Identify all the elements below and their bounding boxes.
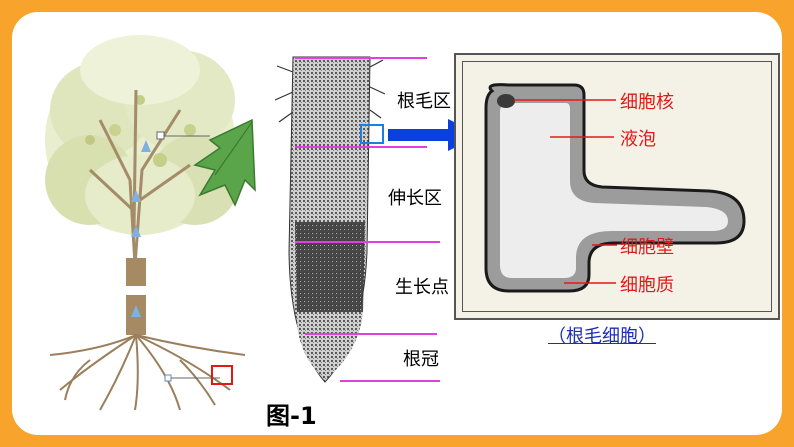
cell-caption: （根毛细胞） (548, 326, 656, 347)
root-tip-section (275, 56, 385, 383)
label-vacuole: 液泡 (620, 129, 656, 150)
tree-canopy (45, 35, 240, 235)
root-highlight-box (211, 365, 233, 385)
zone-line-4 (305, 333, 437, 335)
tree-roots (49, 334, 246, 411)
tree-trunk-upper (126, 258, 146, 286)
zone-line-2 (295, 146, 427, 148)
zone-label-elongation: 伸长区 (388, 188, 442, 209)
zone-line-5 (340, 380, 440, 382)
tree-illustration (45, 35, 256, 411)
zone-line-1 (295, 57, 427, 59)
water-flow-arrows (131, 140, 151, 317)
label-cell-wall: 细胞壁 (620, 237, 674, 258)
zone-label-root-cap: 根冠 (403, 349, 439, 370)
root-marker (164, 374, 172, 382)
label-nucleus: 细胞核 (620, 92, 674, 113)
figure-label: 图-1 (266, 402, 317, 430)
label-cytoplasm: 细胞质 (620, 275, 674, 296)
leaf-marker (156, 131, 165, 140)
zone-label-growing-point: 生长点 (395, 277, 449, 298)
zone-label-root-hair: 根毛区 (397, 91, 451, 112)
leaf-icon (193, 118, 256, 207)
root-hair-highlight-box (360, 124, 384, 144)
root-hair-cell-diagram (484, 83, 746, 293)
zone-line-3 (295, 241, 440, 243)
nucleus (497, 94, 515, 108)
